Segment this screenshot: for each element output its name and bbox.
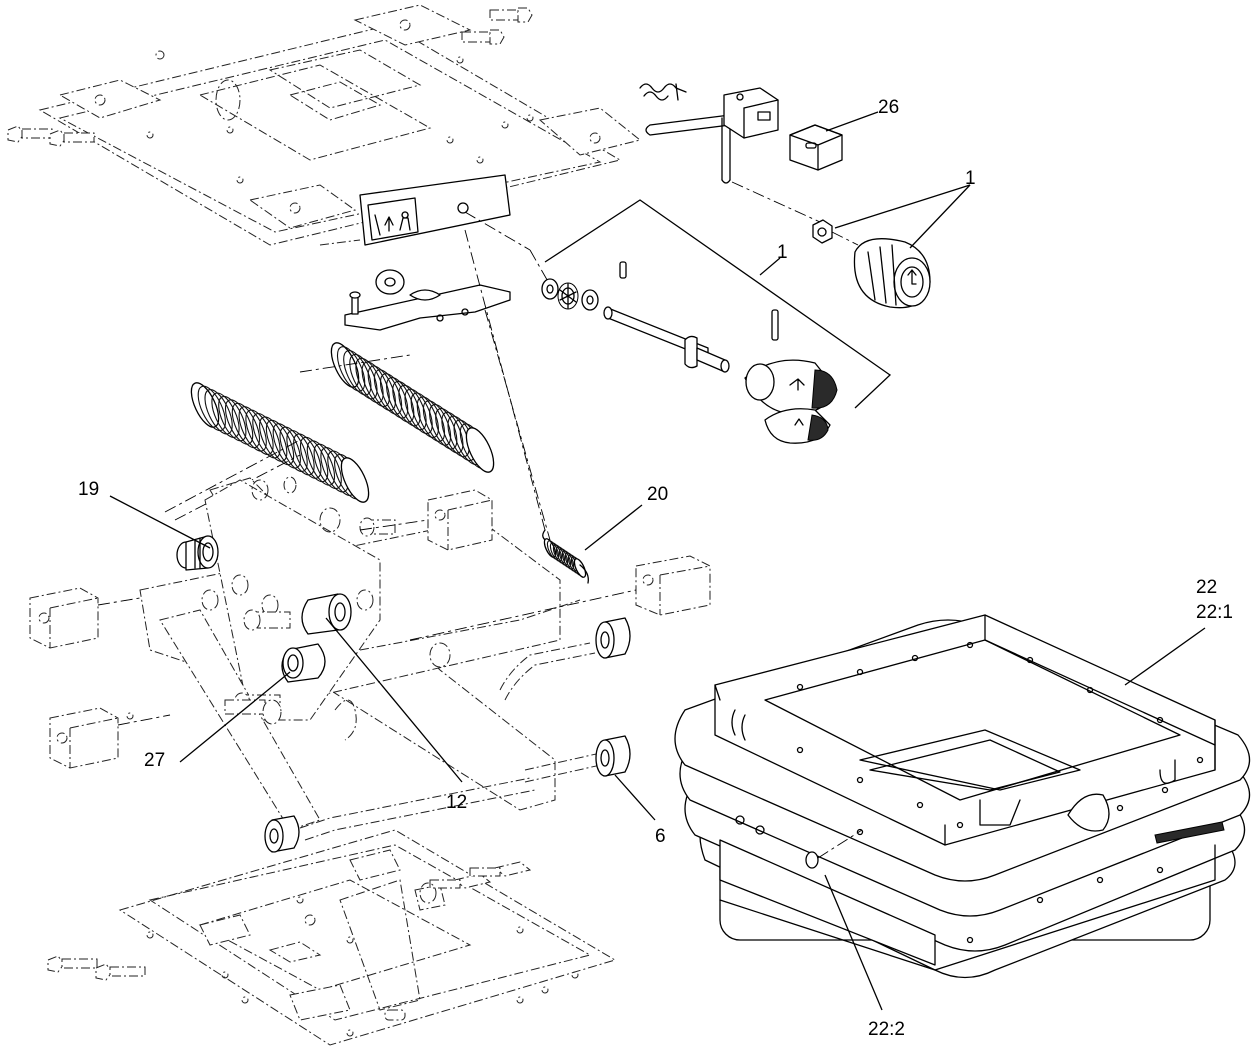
callout-22-1: 22:1 (1196, 602, 1233, 623)
bumper-block-3 (29, 587, 141, 649)
seat-bellows-assembly (674, 614, 1251, 979)
adjustment-shaft-assembly (464, 211, 779, 373)
callout-26: 26 (878, 97, 899, 118)
roller-lower (264, 815, 300, 853)
callout-12: 12 (446, 792, 467, 813)
callout-19: 19 (78, 479, 99, 500)
callout-1-top: 1 (965, 168, 976, 189)
release-rod-assembly (639, 83, 821, 223)
callout-22-2: 22:2 (868, 1019, 905, 1040)
bumper-block-2 (409, 555, 711, 641)
callout-1-mid: 1 (777, 242, 788, 263)
compression-spring-right (330, 342, 495, 473)
callout-22: 22 (1196, 577, 1217, 598)
top-mounting-plate (7, 4, 642, 246)
callout-27: 27 (144, 750, 165, 771)
tension-spring (542, 529, 589, 584)
bumper-block-4 (49, 707, 171, 769)
rod-end-cap (789, 124, 843, 171)
bushing-19 (176, 535, 219, 571)
adjustment-label-plate (359, 174, 511, 246)
roller-6 (595, 735, 631, 777)
bushing-27 (281, 643, 326, 683)
assembly-bracket-1 (544, 199, 892, 409)
hex-nut (812, 219, 833, 244)
base-plate (47, 829, 617, 1046)
leader-lines (109, 111, 1206, 1011)
spring-anchor-plate (344, 269, 511, 331)
scissor-frame (139, 476, 606, 841)
release-knob (831, 231, 931, 309)
roller-upper (595, 617, 631, 659)
compression-spring-left (190, 382, 370, 503)
bumper-block-1 (359, 489, 493, 551)
bushing-12 (301, 593, 352, 635)
callout-20: 20 (647, 484, 668, 505)
callout-6: 6 (655, 826, 666, 847)
adjustment-lever (744, 359, 838, 444)
